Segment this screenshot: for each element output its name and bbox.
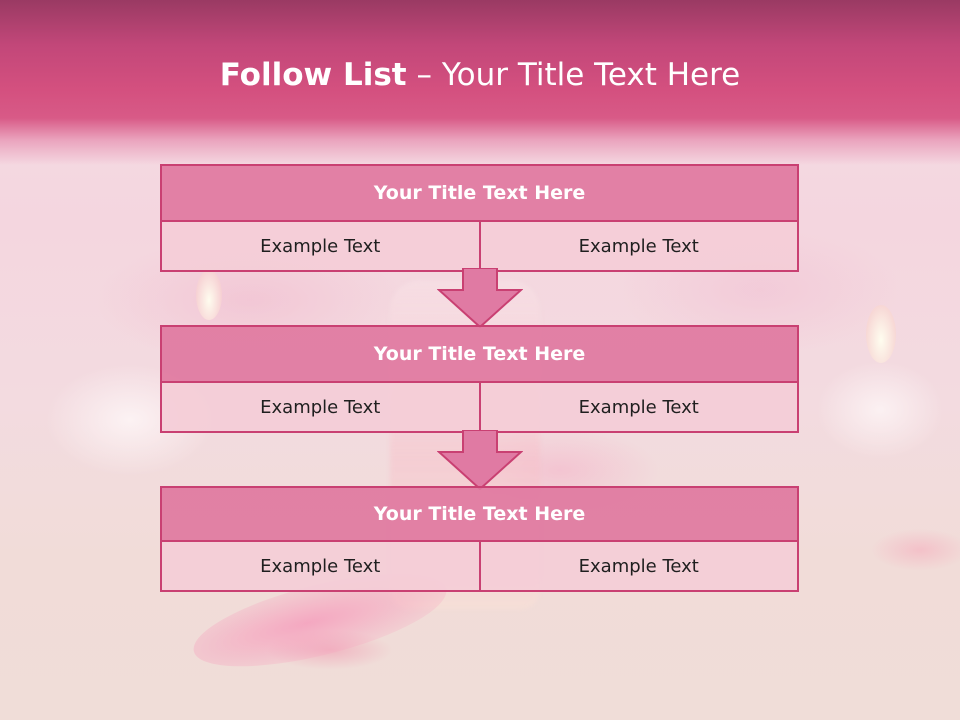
header-band [0, 0, 960, 165]
flow-step-cell-right: Example Text [478, 222, 797, 270]
flow-step-cell-right: Example Text [478, 383, 797, 431]
down-arrow-icon [437, 430, 523, 490]
flow-step-title: Your Title Text Here [162, 327, 797, 383]
flow-step-cell-left: Example Text [162, 222, 479, 270]
flow-step-cell-left: Example Text [162, 542, 479, 590]
flow-step-title: Your Title Text Here [162, 166, 797, 222]
page-title-bold: Follow List [219, 57, 407, 93]
flow-step-1: Your Title Text Here Example Text Exampl… [160, 164, 799, 272]
down-arrow-icon [437, 268, 523, 328]
flow-step-cell-left: Example Text [162, 383, 479, 431]
candle-flame-right [866, 305, 896, 363]
flow-step-row: Example Text Example Text [162, 383, 797, 431]
flow-step-title: Your Title Text Here [162, 488, 797, 542]
page-title-rest: – Your Title Text Here [406, 57, 741, 93]
flow-step-3: Your Title Text Here Example Text Exampl… [160, 486, 799, 592]
flow-step-row: Example Text Example Text [162, 222, 797, 270]
flow-step-cell-right: Example Text [478, 542, 797, 590]
flow-step-2: Your Title Text Here Example Text Exampl… [160, 325, 799, 433]
page-title: Follow List – Your Title Text Here [0, 54, 960, 96]
flow-step-row: Example Text Example Text [162, 542, 797, 590]
candle-flame-left [196, 270, 222, 320]
